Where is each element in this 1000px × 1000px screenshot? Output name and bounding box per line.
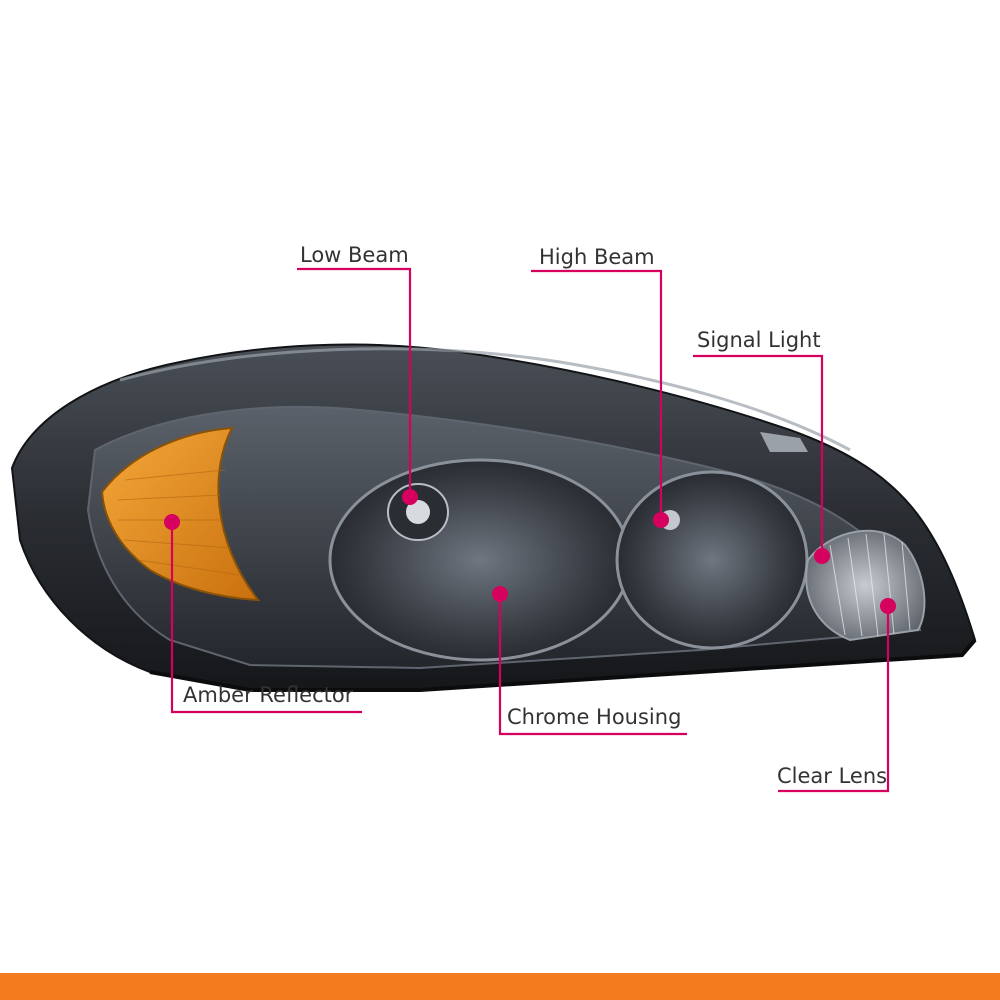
high-beam-bowl <box>615 470 809 650</box>
amber-reflector-marker <box>164 514 180 530</box>
bottom-accent-bar <box>0 973 1000 1000</box>
mounting-tab <box>760 432 808 452</box>
low-beam-bulb <box>406 500 430 524</box>
amber-reflector-leader <box>170 522 362 714</box>
housing-top-rim <box>119 347 851 452</box>
clear-lens-shape <box>805 529 926 642</box>
low-beam-label: Low Beam <box>300 243 409 267</box>
clear-lens-ribs <box>829 533 911 637</box>
signal-light-label: Signal Light <box>697 328 821 352</box>
housing-bottom-edge <box>149 638 977 692</box>
callout-markers <box>164 489 896 614</box>
high-beam-label: High Beam <box>539 245 655 269</box>
chrome-housing-leader <box>498 594 687 736</box>
low-beam-marker <box>402 489 418 505</box>
high-beam-leader <box>531 269 663 520</box>
chrome-housing-label: Chrome Housing <box>507 705 682 729</box>
clear-lens-marker <box>880 598 896 614</box>
low-beam-bowl <box>328 458 632 662</box>
clear-lens-label: Clear Lens <box>777 764 888 788</box>
chrome-housing-marker <box>492 586 508 602</box>
amber-reflector-label: Amber Reflector <box>183 683 354 707</box>
signal-light-marker <box>814 548 830 564</box>
signal-light-leader <box>693 354 824 556</box>
high-beam-marker <box>653 512 669 528</box>
callout-lines <box>170 267 890 793</box>
clear-lens-leader <box>778 606 890 793</box>
low-beam-leader <box>297 267 412 497</box>
